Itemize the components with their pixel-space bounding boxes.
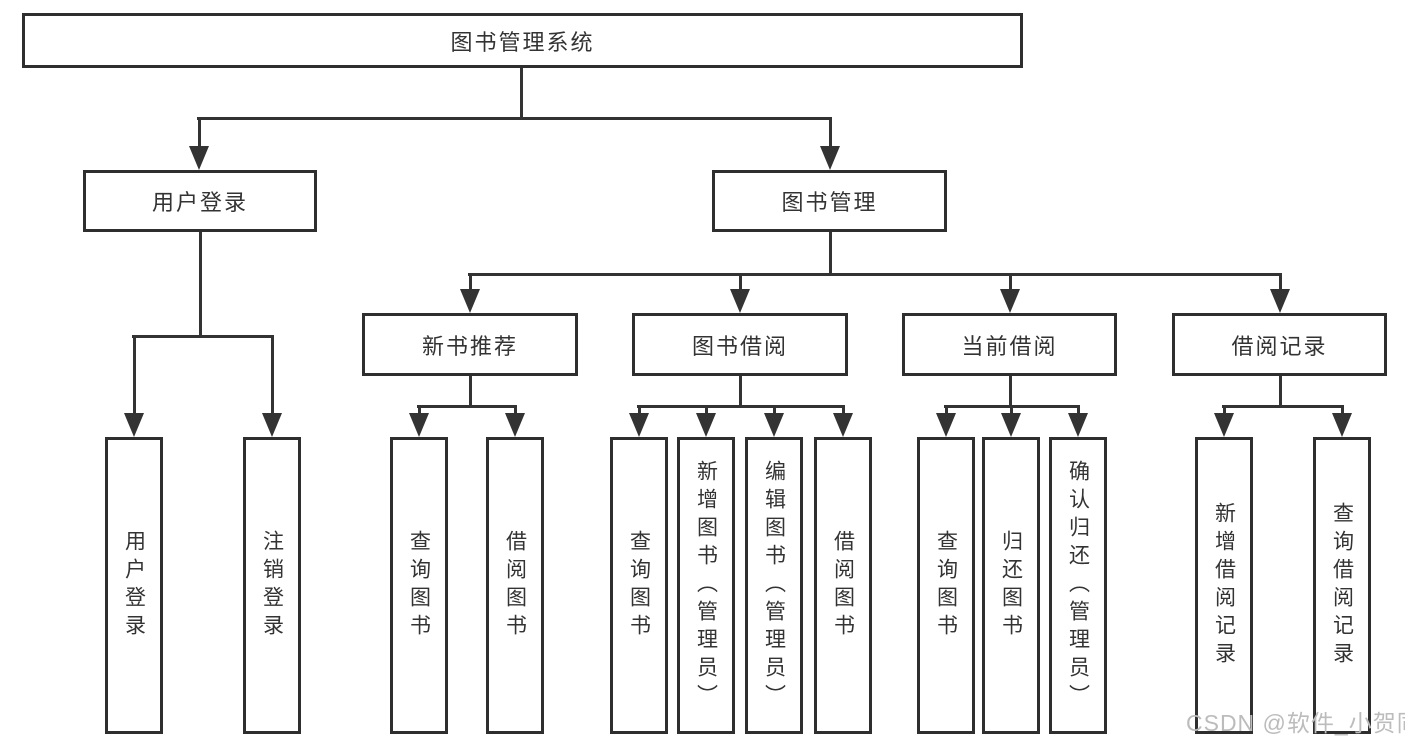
- arrow-down-icon: [505, 413, 525, 437]
- arrow-down-icon: [820, 146, 840, 170]
- node-label: 新书推荐: [421, 333, 518, 359]
- connector-line: [133, 335, 136, 415]
- connector-line: [842, 405, 845, 416]
- arrow-down-icon: [1214, 413, 1234, 437]
- connector-line: [1077, 405, 1080, 416]
- arrow-down-icon: [1332, 413, 1352, 437]
- node-label: 归还图书: [999, 529, 1023, 642]
- connector-line: [468, 273, 1282, 276]
- connector-line: [1010, 405, 1013, 416]
- connector-line: [1009, 273, 1012, 291]
- node-label: 当前借阅: [961, 333, 1058, 359]
- arrow-down-icon: [936, 413, 956, 437]
- arrow-down-icon: [189, 146, 209, 170]
- arrow-down-icon: [833, 413, 853, 437]
- node-label: 图书管理: [781, 190, 878, 215]
- leaf-borrow-books-2: 借阅图书: [814, 437, 872, 734]
- connector-line: [514, 405, 517, 416]
- connector-line: [829, 117, 832, 148]
- node-label: 查询图书: [407, 529, 431, 642]
- arrow-down-icon: [730, 289, 750, 313]
- arrow-down-icon: [409, 413, 429, 437]
- node-new-book-recommendation: 新书推荐: [362, 313, 578, 376]
- connector-line: [638, 405, 641, 416]
- connector-line: [739, 376, 742, 407]
- connector-line: [705, 405, 708, 416]
- connector-line: [418, 405, 421, 416]
- leaf-return-books: 归还图书: [982, 437, 1040, 734]
- node-label: 注销登录: [260, 529, 284, 642]
- connector-line: [520, 68, 523, 117]
- node-label: 用户登录: [122, 529, 146, 642]
- leaf-query-books-1: 查询图书: [390, 437, 448, 734]
- node-label: 编辑图书（管理员）: [762, 459, 786, 712]
- leaf-borrow-books-1: 借阅图书: [486, 437, 544, 734]
- arrow-down-icon: [696, 413, 716, 437]
- node-borrowing-records: 借阅记录: [1172, 313, 1387, 376]
- leaf-logout: 注销登录: [243, 437, 301, 734]
- connector-line: [945, 405, 948, 416]
- arrow-down-icon: [1270, 289, 1290, 313]
- connector-line: [1279, 273, 1282, 291]
- node-label: 借阅记录: [1231, 333, 1328, 359]
- connector-line: [469, 273, 472, 291]
- node-label: 图书借阅: [691, 333, 788, 359]
- connector-line: [1341, 405, 1344, 416]
- connector-line: [132, 335, 273, 338]
- node-label: 借阅图书: [503, 529, 527, 642]
- node-book-borrowing: 图书借阅: [632, 313, 848, 376]
- arrow-down-icon: [1000, 289, 1020, 313]
- leaf-add-borrow-record: 新增借阅记录: [1195, 437, 1253, 734]
- node-label: 确认归还（管理员）: [1066, 459, 1090, 712]
- connector-line: [271, 335, 274, 415]
- connector-line: [197, 117, 831, 120]
- arrow-down-icon: [460, 289, 480, 313]
- node-label: 查询借阅记录: [1330, 501, 1354, 670]
- connector-line: [469, 376, 472, 407]
- leaf-user-login: 用户登录: [105, 437, 163, 734]
- connector-line: [1279, 376, 1282, 407]
- leaf-query-borrow-record: 查询借阅记录: [1313, 437, 1371, 734]
- node-book-management: 图书管理: [712, 170, 947, 232]
- connector-line: [829, 232, 832, 276]
- arrow-down-icon: [1068, 413, 1088, 437]
- leaf-confirm-return-admin: 确认归还（管理员）: [1049, 437, 1107, 734]
- connector-line: [637, 405, 845, 408]
- leaf-query-books-2: 查询图书: [610, 437, 668, 734]
- connector-line: [198, 117, 201, 148]
- connector-line: [1223, 405, 1226, 416]
- node-label: 新增借阅记录: [1212, 501, 1236, 670]
- arrow-down-icon: [764, 413, 784, 437]
- connector-line: [773, 405, 776, 416]
- node-label: 用户登录: [151, 190, 248, 215]
- arrow-down-icon: [1001, 413, 1021, 437]
- connector-line: [1222, 405, 1344, 408]
- node-book-management-system: 图书管理系统: [22, 13, 1023, 68]
- node-label: 查询图书: [934, 529, 958, 642]
- connector-line: [417, 405, 517, 408]
- connector-line: [199, 232, 202, 338]
- node-current-borrowing: 当前借阅: [902, 313, 1117, 376]
- connector-line: [739, 273, 742, 291]
- leaf-add-books-admin: 新增图书（管理员）: [677, 437, 735, 734]
- arrow-down-icon: [124, 413, 144, 437]
- connector-line: [1009, 376, 1012, 407]
- node-label: 查询图书: [627, 529, 651, 642]
- node-label: 新增图书（管理员）: [694, 459, 718, 712]
- leaf-query-books-3: 查询图书: [917, 437, 975, 734]
- node-label: 图书管理系统: [450, 29, 595, 55]
- node-user-login-group: 用户登录: [83, 170, 317, 232]
- leaf-edit-books-admin: 编辑图书（管理员）: [745, 437, 803, 734]
- arrow-down-icon: [262, 413, 282, 437]
- node-label: 借阅图书: [831, 529, 855, 642]
- arrow-down-icon: [629, 413, 649, 437]
- watermark: CSDN @软件_小贺同学: [1186, 710, 1405, 736]
